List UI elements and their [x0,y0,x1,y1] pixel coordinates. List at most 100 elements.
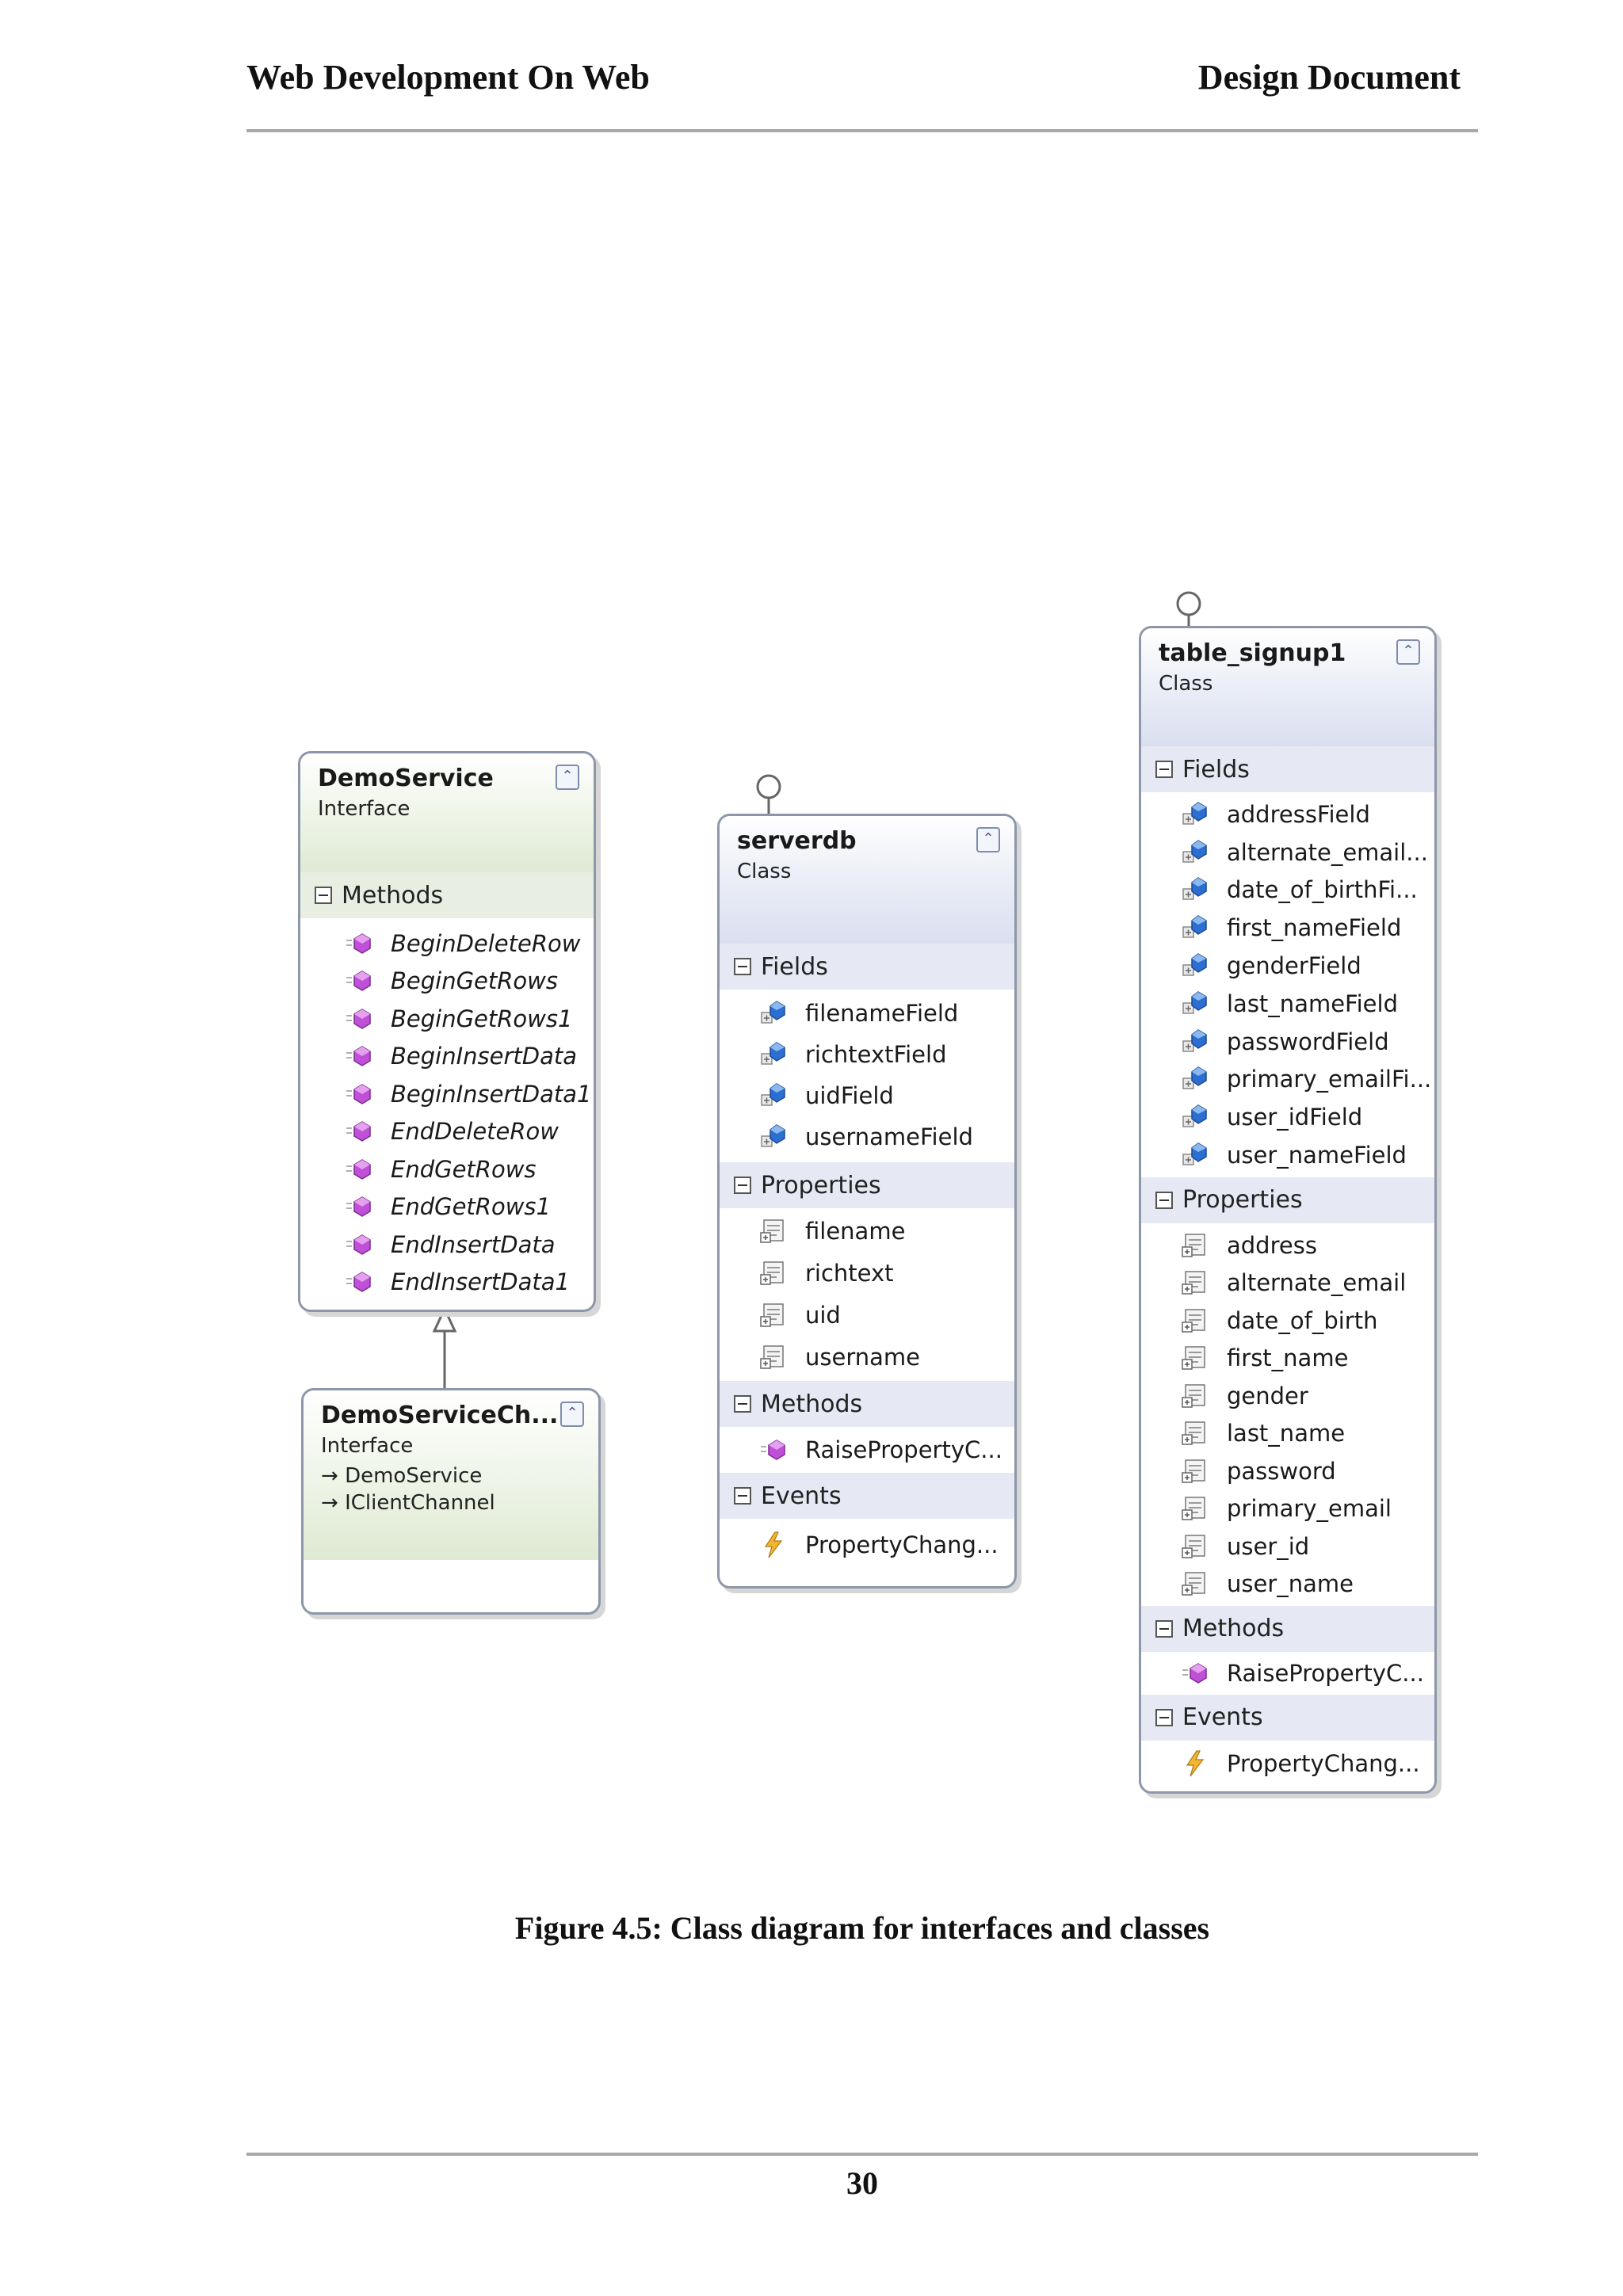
inheritance-arrow-icon [432,1306,457,1390]
field-item[interactable]: usernameField [759,1116,1014,1158]
section-fields[interactable]: Fields [720,944,1014,990]
property-icon [1181,1382,1209,1410]
method-item[interactable]: BeginGetRows1 [345,1000,594,1038]
collapse-icon[interactable]: ⌃ [1396,639,1420,665]
field-item[interactable]: uidField [759,1075,1014,1116]
field-item[interactable]: alternate_email... [1181,833,1434,871]
method-icon [1181,1659,1209,1688]
events-list: PropertyChang... [1141,1741,1434,1785]
implemented-interfaces: → DemoService → IClientChannel [321,1463,581,1516]
table-signup1-class-box[interactable]: table_signup1 Class ⌃ Fields addressFiel… [1139,626,1437,1794]
minus-toggle-icon[interactable] [1155,1191,1173,1209]
collapse-icon[interactable]: ⌃ [556,765,579,790]
field-item[interactable]: filenameField [759,993,1014,1034]
method-name: EndDeleteRow [391,1118,559,1146]
method-name: BeginGetRows [391,967,558,995]
method-item[interactable]: EndGetRows1 [345,1188,594,1226]
events-list: PropertyChang... [720,1519,1014,1568]
method-item[interactable]: RaisePropertyC... [1181,1652,1434,1695]
method-icon [345,1005,373,1033]
property-icon [1181,1569,1209,1598]
event-item[interactable]: PropertyChang... [759,1522,1014,1568]
property-icon [759,1343,788,1371]
section-events[interactable]: Events [720,1473,1014,1519]
section-properties[interactable]: Properties [720,1162,1014,1208]
property-item[interactable]: alternate_email [1181,1264,1434,1302]
property-item[interactable]: gender [1181,1377,1434,1415]
field-name: last_nameField [1227,990,1398,1017]
field-item[interactable]: richtextField [759,1034,1014,1075]
property-item[interactable]: username [759,1336,1014,1378]
demoservice-interface-box[interactable]: DemoService Interface ⌃ Methods BeginDel… [298,751,596,1312]
property-item[interactable]: date_of_birth [1181,1302,1434,1340]
method-item[interactable]: BeginInsertData1 [345,1075,594,1113]
field-item[interactable]: first_nameField [1181,909,1434,947]
method-item[interactable]: RaisePropertyC... [759,1427,1014,1473]
section-methods[interactable]: Methods [720,1381,1014,1427]
event-item[interactable]: PropertyChang... [1181,1742,1434,1785]
field-item[interactable]: primary_emailFi... [1181,1061,1434,1099]
property-item[interactable]: first_name [1181,1339,1434,1377]
field-item[interactable]: user_idField [1181,1098,1434,1136]
property-item[interactable]: primary_email [1181,1489,1434,1527]
minus-toggle-icon[interactable] [1155,1708,1173,1726]
methods-list: RaisePropertyC... [720,1427,1014,1473]
property-item[interactable]: richtext [759,1252,1014,1294]
implements-item: → IClientChannel [321,1491,495,1515]
collapse-icon[interactable]: ⌃ [560,1402,584,1427]
method-item[interactable]: EndInsertData1 [345,1264,594,1302]
field-item[interactable]: genderField [1181,947,1434,985]
field-item[interactable]: user_nameField [1181,1136,1434,1174]
property-item[interactable]: user_name [1181,1565,1434,1603]
section-methods[interactable]: Methods [300,872,594,918]
method-item[interactable]: BeginInsertData [345,1038,594,1076]
section-fields[interactable]: Fields [1141,746,1434,792]
section-properties[interactable]: Properties [1141,1177,1434,1223]
method-item[interactable]: BeginDeleteRow [345,925,594,963]
method-item[interactable]: BeginGetRows [345,963,594,1001]
minus-toggle-icon[interactable] [734,1395,751,1413]
property-item[interactable]: uid [759,1294,1014,1336]
method-item[interactable]: EndDeleteRow [345,1113,594,1151]
field-item[interactable]: date_of_birthFi... [1181,871,1434,910]
property-name: user_id [1227,1532,1310,1560]
property-name: alternate_email [1227,1269,1407,1297]
minus-toggle-icon[interactable] [315,887,332,904]
property-item[interactable]: address [1181,1226,1434,1264]
minus-toggle-icon[interactable] [1155,1619,1173,1638]
method-item[interactable]: EndGetRows [345,1150,594,1188]
section-label: Methods [342,881,444,910]
field-item[interactable]: addressField [1181,795,1434,833]
property-icon [1181,1344,1209,1372]
property-icon [759,1217,788,1245]
interface-lollipop-icon [756,774,781,816]
field-icon [759,1081,788,1110]
section-methods[interactable]: Methods [1141,1605,1434,1652]
field-item[interactable]: last_nameField [1181,985,1434,1023]
collapse-icon[interactable]: ⌃ [976,827,1000,852]
section-label: Methods [761,1390,863,1418]
minus-toggle-icon[interactable] [734,1177,751,1194]
field-icon [1181,800,1209,829]
box-kind: Class [737,860,792,883]
field-item[interactable]: passwordField [1181,1023,1434,1061]
demoservicechannel-interface-box[interactable]: DemoServiceCh... Interface → DemoService… [301,1388,601,1615]
property-item[interactable]: user_id [1181,1527,1434,1566]
section-events[interactable]: Events [1141,1694,1434,1741]
property-item[interactable]: password [1181,1452,1434,1490]
method-name: RaisePropertyC... [1227,1659,1424,1687]
property-item[interactable]: last_name [1181,1414,1434,1452]
minus-toggle-icon[interactable] [734,1487,751,1505]
figure-caption: Figure 4.5: Class diagram for interfaces… [514,1910,1210,1946]
method-icon [345,1080,373,1108]
minus-toggle-icon[interactable] [734,958,751,975]
minus-toggle-icon[interactable] [1155,761,1173,778]
method-item[interactable]: EndInsertData [345,1226,594,1264]
method-icon [345,1042,373,1070]
method-icon [345,929,373,958]
property-item[interactable]: filename [759,1210,1014,1252]
section-label: Properties [761,1171,881,1199]
